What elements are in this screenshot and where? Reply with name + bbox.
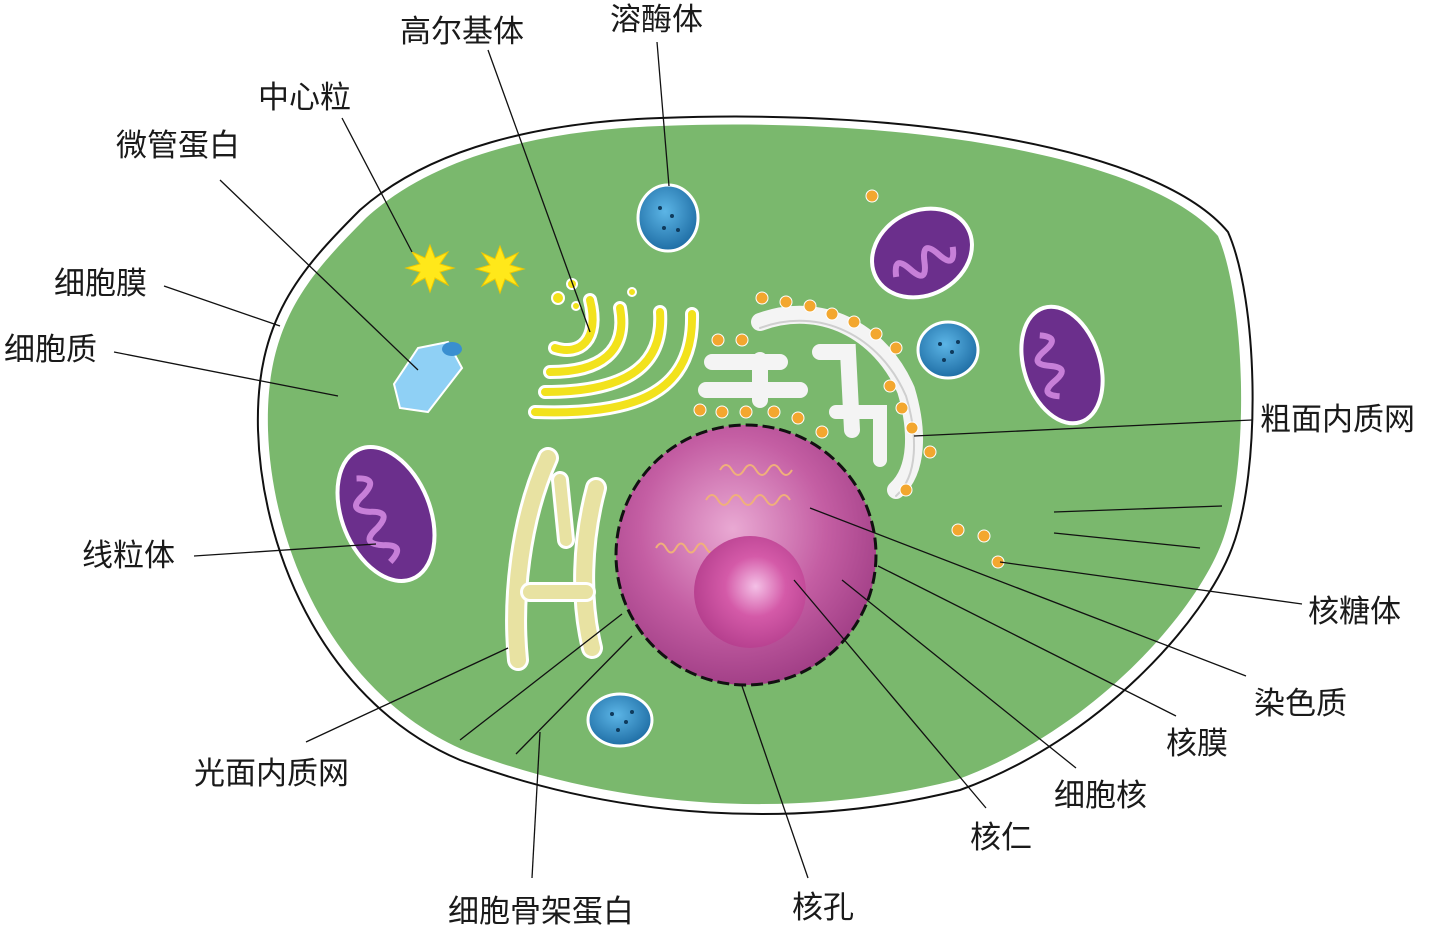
microtubule-icon bbox=[392, 340, 464, 414]
centriole-icon bbox=[404, 243, 526, 295]
rough-er-icon bbox=[698, 305, 923, 499]
label-centriole: 中心粒 bbox=[258, 80, 351, 116]
label-nuclear-envelope: 核膜 bbox=[1166, 726, 1228, 762]
label-cytoplasm: 细胞质 bbox=[4, 332, 97, 368]
labels: 高尔基体 溶酶体 中心粒 微管蛋白 细胞膜 细胞质 粗面内质网 线粒体 核糖体 … bbox=[4, 2, 1415, 929]
label-smooth-er: 光面内质网 bbox=[194, 756, 349, 792]
label-nucleus: 细胞核 bbox=[1054, 778, 1147, 814]
chromatin-icon bbox=[655, 464, 793, 554]
label-golgi: 高尔基体 bbox=[400, 14, 524, 50]
smooth-er-icon bbox=[505, 447, 607, 671]
label-ribosome: 核糖体 bbox=[1308, 594, 1401, 630]
mitochondria-icon bbox=[335, 206, 1105, 583]
nucleus-icon bbox=[614, 423, 878, 687]
label-microtubule: 微管蛋白 bbox=[116, 128, 240, 164]
label-rough-er: 粗面内质网 bbox=[1260, 402, 1415, 438]
label-lysosome: 溶酶体 bbox=[610, 2, 703, 38]
golgi-apparatus-icon bbox=[528, 278, 700, 420]
leader-lines bbox=[113, 41, 1303, 879]
label-nucleolus: 核仁 bbox=[970, 820, 1032, 856]
label-nuclear-pore: 核孔 bbox=[792, 890, 854, 926]
nucleolus-icon bbox=[694, 536, 806, 648]
lysosome-icon bbox=[586, 183, 980, 748]
label-chromatin: 染色质 bbox=[1254, 686, 1347, 722]
ribosome-dots bbox=[693, 189, 1005, 569]
label-mitochondria: 线粒体 bbox=[82, 538, 175, 574]
label-cytoskeleton: 细胞骨架蛋白 bbox=[448, 894, 634, 929]
label-membrane: 细胞膜 bbox=[54, 266, 147, 302]
